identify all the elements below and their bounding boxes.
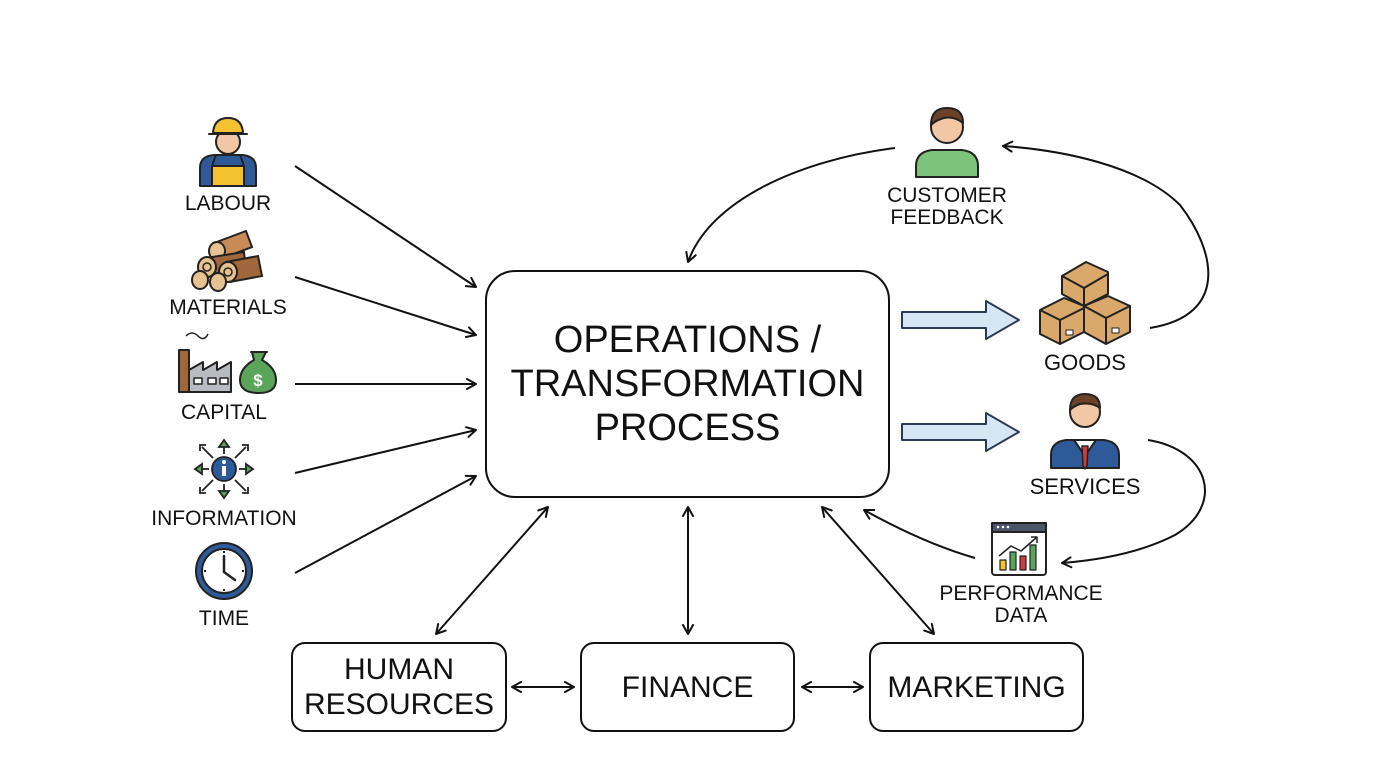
hr-line-1: HUMAN [343,653,454,686]
arrow-time [294,474,477,574]
center-title-line-1: OPERATIONS / [553,319,822,361]
customer-feedback-line-2: FEEDBACK [890,206,1004,229]
businessman-icon [1050,393,1120,470]
arrow-to-goods [901,300,1020,340]
human-resources-box: HUMAN RESOURCES [291,642,507,732]
performance-chart-icon [991,522,1047,576]
input-label-materials: MATERIALS [169,296,287,319]
curve-performance-to-process [863,508,976,559]
performance-data-line-2: DATA [994,604,1048,627]
input-label-capital: CAPITAL [181,401,267,424]
center-title-line-2: TRANSFORMATION [510,363,865,405]
factory-and-money-bag-icon: $ [178,332,277,394]
clock-icon [195,542,253,600]
arrow-materials [294,276,477,339]
timber-logs-icon [191,229,264,292]
finance-label: FINANCE [621,670,754,704]
center-title-line-3: PROCESS [594,407,781,449]
construction-worker-icon [199,117,257,187]
finance-box: FINANCE [580,642,795,732]
curve-goods-to-customer [1002,140,1210,329]
output-label-services: SERVICES [1029,474,1141,499]
arrow-process-hr [435,506,549,635]
marketing-label: MARKETING [887,670,1066,704]
customer-person-icon [915,107,979,178]
information-arrows-icon [193,438,255,500]
arrow-process-marketing [821,506,935,635]
customer-feedback-label: CUSTOMER FEEDBACK [867,185,1027,229]
arrow-information [294,426,477,474]
arrow-to-services [901,412,1020,452]
input-label-labour: LABOUR [184,192,272,215]
marketing-box: MARKETING [869,642,1084,732]
curve-customer-to-process [685,147,896,263]
hr-line-2: RESOURCES [303,688,495,721]
customer-feedback-line-1: CUSTOMER [887,184,1007,207]
output-label-goods: GOODS [1044,350,1126,375]
svg-text:$: $ [253,371,263,390]
performance-data-label: PERFORMANCE DATA [931,583,1111,627]
department-arrows [435,506,935,693]
arrow-labour [294,165,477,288]
input-label-time: TIME [198,607,250,630]
cardboard-boxes-icon [1039,261,1131,345]
input-arrows [294,165,477,574]
performance-data-line-1: PERFORMANCE [939,582,1103,605]
curve-services-to-performance [1061,439,1206,569]
input-label-information: INFORMATION [151,507,297,530]
operations-transformation-process-box: OPERATIONS / TRANSFORMATION PROCESS [485,270,890,498]
